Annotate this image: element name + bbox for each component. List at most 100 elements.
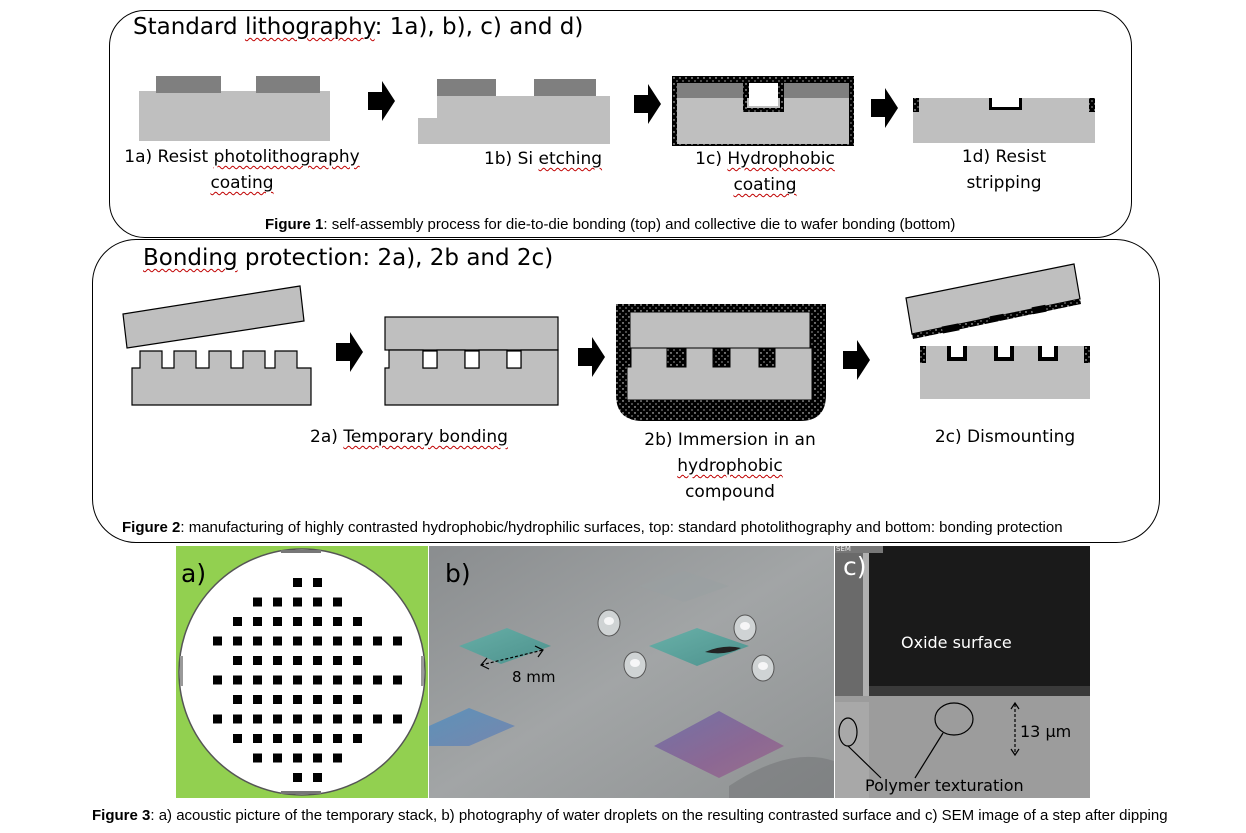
die-square: [353, 637, 362, 646]
lithography-panel-title: Standard lithography: 1a), b), c) and d): [133, 14, 583, 40]
step-2c-label: 2c) Dismounting: [920, 424, 1090, 450]
die-square: [313, 773, 322, 782]
step-2b-label: 2b) Immersion in an hydrophobic compound: [630, 427, 830, 505]
die-square: [333, 715, 342, 724]
oxide-surface-label: Oxide surface: [901, 633, 1012, 652]
die-square: [293, 734, 302, 743]
die-square: [253, 715, 262, 724]
die-square: [353, 715, 362, 724]
arrow-icon: [336, 332, 364, 372]
die-square: [313, 656, 322, 665]
acoustic-picture: [176, 546, 428, 798]
die-square: [233, 656, 242, 665]
die-square: [233, 617, 242, 626]
step-1b-label: 1b) Si etching: [458, 146, 628, 172]
die-square: [233, 695, 242, 704]
die-square: [333, 676, 342, 685]
die-square: [253, 637, 262, 646]
die-square: [293, 598, 302, 607]
photo-a-label: a): [181, 559, 206, 588]
die-square: [353, 676, 362, 685]
die-square: [313, 637, 322, 646]
die-square: [273, 637, 282, 646]
die-square: [373, 676, 382, 685]
figure-3-caption: Figure 3: a) acoustic picture of the tem…: [92, 807, 1168, 824]
die-square: [393, 715, 402, 724]
die-square: [293, 695, 302, 704]
die-square: [293, 715, 302, 724]
step-2a-label: 2a) Temporary bonding: [294, 424, 524, 450]
step-1c-label: 1c) Hydrophobic coating: [680, 146, 850, 198]
die-square: [233, 637, 242, 646]
die-square: [293, 676, 302, 685]
step-1c-diagram: [672, 76, 856, 148]
photo-b-label: b): [445, 559, 471, 588]
die-square: [333, 637, 342, 646]
die-square: [273, 715, 282, 724]
die-square: [233, 715, 242, 724]
die-square: [253, 617, 262, 626]
die-square: [313, 598, 322, 607]
die-square: [293, 617, 302, 626]
die-square: [333, 754, 342, 763]
arrow-icon: [871, 88, 899, 128]
figure-1-caption: Figure 1: self-assembly process for die-…: [265, 216, 955, 233]
die-square: [293, 578, 302, 587]
die-square: [253, 754, 262, 763]
die-square: [393, 676, 402, 685]
step-2a-bonded-diagram: [383, 314, 561, 409]
scale-8mm-label: 8 mm: [512, 668, 556, 686]
die-square: [233, 734, 242, 743]
die-square: [313, 676, 322, 685]
die-square: [353, 734, 362, 743]
bonding-panel-title: Bonding protection: 2a), 2b and 2c): [143, 245, 553, 271]
die-square: [293, 637, 302, 646]
die-square: [313, 578, 322, 587]
die-square: [333, 617, 342, 626]
step-1a-diagram: [139, 74, 333, 144]
die-square: [353, 617, 362, 626]
die-square: [253, 734, 262, 743]
die-square: [273, 754, 282, 763]
droplet-photograph: [429, 546, 834, 798]
die-square: [313, 617, 322, 626]
die-square: [213, 676, 222, 685]
die-square: [313, 715, 322, 724]
die-square: [293, 754, 302, 763]
die-square: [313, 695, 322, 704]
step-1a-label: 1a) Resist photolithography coating: [112, 144, 372, 196]
die-square: [333, 598, 342, 607]
die-square: [293, 773, 302, 782]
step-2b-diagram: [615, 303, 829, 423]
arrow-icon: [634, 84, 662, 124]
die-square: [313, 754, 322, 763]
die-square: [273, 734, 282, 743]
die-square: [253, 695, 262, 704]
die-square: [333, 656, 342, 665]
die-square: [233, 676, 242, 685]
scale-13um-label: 13 µm: [1020, 722, 1071, 741]
die-square: [373, 715, 382, 724]
sem-image: [835, 546, 1090, 798]
die-square: [213, 715, 222, 724]
step-1d-diagram: [913, 96, 1097, 146]
die-square: [253, 676, 262, 685]
die-square: [273, 617, 282, 626]
die-square: [313, 734, 322, 743]
figure-2-caption: Figure 2: manufacturing of highly contra…: [122, 519, 1063, 536]
die-square: [373, 637, 382, 646]
arrow-icon: [578, 337, 606, 377]
die-square: [253, 598, 262, 607]
die-square: [353, 695, 362, 704]
die-square: [213, 637, 222, 646]
die-square: [333, 734, 342, 743]
polymer-texturation-label: Polymer texturation: [865, 776, 1024, 795]
step-1b-diagram: [418, 76, 612, 146]
die-square: [333, 695, 342, 704]
step-1d-label: 1d) Resist stripping: [924, 144, 1084, 196]
die-square: [273, 656, 282, 665]
step-2a-diagram: [120, 284, 315, 409]
arrow-icon: [843, 340, 871, 380]
die-square: [273, 676, 282, 685]
die-square: [253, 656, 262, 665]
